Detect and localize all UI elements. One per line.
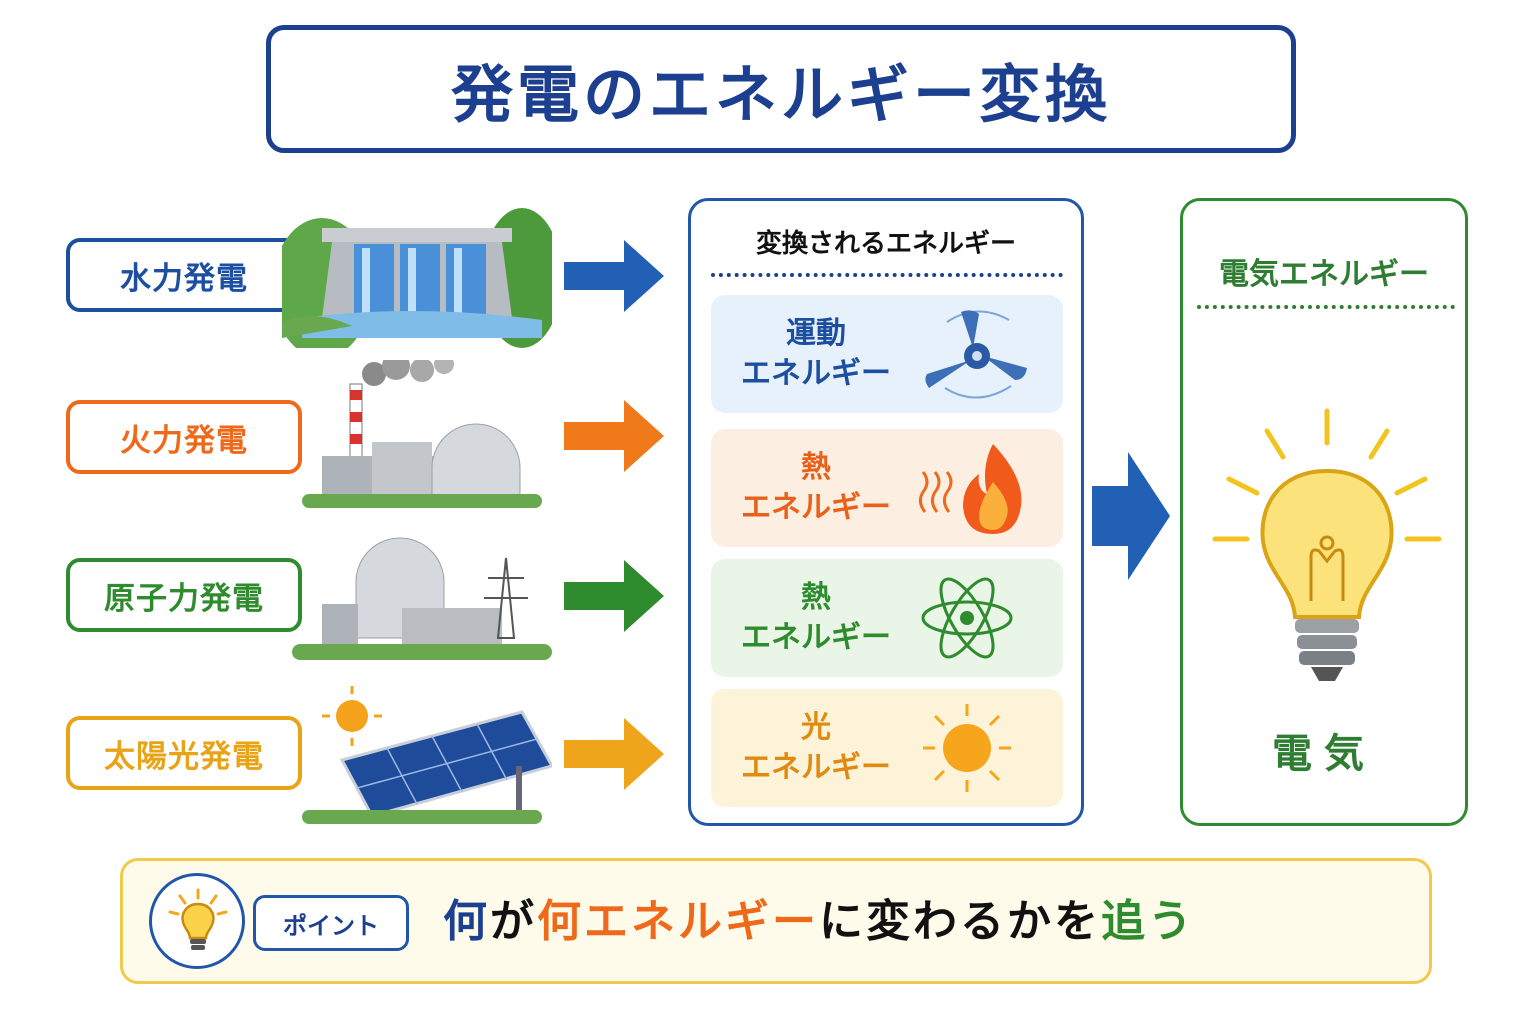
- point-message-part: 何: [443, 896, 490, 947]
- solar-panel-icon: [302, 686, 552, 824]
- point-tag: ポイント: [253, 895, 409, 951]
- energy-type: 熱: [801, 450, 831, 485]
- thermal-plant-icon: [302, 360, 542, 508]
- point-circle: [149, 873, 245, 969]
- title-box: 発電のエネルギー変換: [266, 25, 1296, 153]
- energy-word: エネルギー: [741, 490, 891, 525]
- point-message-part: が: [490, 896, 537, 947]
- nuclear-plant-icon: [292, 537, 552, 660]
- source-label-hydro: 水力発電: [66, 238, 302, 312]
- energy-card-label: 熱 エネルギー: [721, 429, 911, 547]
- source-label-nuclear: 原子力発電: [66, 558, 302, 632]
- arrow-thermal-icon: [564, 400, 664, 472]
- energy-card-kinetic: 運動 エネルギー: [711, 295, 1063, 413]
- energy-word: エネルギー: [741, 620, 891, 655]
- divider: [1197, 305, 1455, 309]
- energy-card-label: 運動 エネルギー: [721, 295, 911, 413]
- page-title: 発電のエネルギー変換: [450, 58, 1111, 131]
- energy-card-label: 光 エネルギー: [721, 689, 911, 807]
- electric-energy-panel: 電気エネルギー 電気: [1180, 198, 1468, 826]
- light-bulb-icon: [1212, 408, 1442, 681]
- energy-card-heat-thermal: 熱 エネルギー: [711, 429, 1063, 547]
- light-bulb-icon: [168, 888, 228, 950]
- point-box: ポイント 何が何エネルギーに変わるかを追う: [120, 858, 1432, 984]
- energy-word: エネルギー: [741, 356, 891, 391]
- energy-type: 光: [801, 710, 831, 745]
- turbine-icon: [925, 310, 1027, 399]
- atom-icon: [921, 577, 1013, 659]
- arrow-nuclear-icon: [564, 560, 664, 632]
- converted-energy-header: 変換されるエネルギー: [755, 229, 1016, 259]
- divider: [711, 273, 1063, 277]
- arrow-solar-icon: [564, 718, 664, 790]
- energy-card-light: 光 エネルギー: [711, 689, 1063, 807]
- arrow-hydro-icon: [564, 240, 664, 312]
- electricity-caption: 電気: [1272, 731, 1376, 777]
- point-message: 何が何エネルギーに変わるかを追う: [443, 887, 1195, 957]
- source-label-thermal: 火力発電: [66, 400, 302, 474]
- energy-card-heat-nuclear: 熱 エネルギー: [711, 559, 1063, 677]
- source-label-solar: 太陽光発電: [66, 716, 302, 790]
- point-message-part: 追う: [1101, 896, 1195, 947]
- energy-type: 運動: [786, 316, 846, 351]
- point-message-part: に変わるかを: [819, 896, 1101, 947]
- converted-energy-panel: 変換されるエネルギー 運動 エネルギー 熱 エネルギー: [688, 198, 1084, 826]
- energy-card-label: 熱 エネルギー: [721, 559, 911, 677]
- electric-energy-header: 電気エネルギー: [1219, 257, 1429, 292]
- energy-type: 熱: [801, 580, 831, 615]
- point-message-part: 何エネルギー: [537, 896, 819, 947]
- arrow-to-electricity-icon: [1092, 452, 1170, 580]
- hydro-dam-icon: [282, 208, 552, 348]
- sun-icon: [923, 704, 1011, 792]
- flame-icon: [918, 444, 1022, 534]
- energy-word: エネルギー: [741, 750, 891, 785]
